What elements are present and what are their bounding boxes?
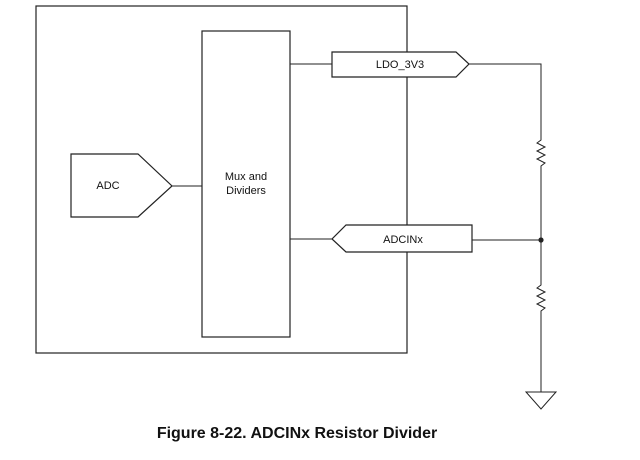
adcin-pin [331, 224, 473, 253]
ldo-external-wire [469, 63, 542, 137]
mux-dividers-block [201, 30, 291, 338]
bottom-resistor-icon [535, 282, 547, 313]
ldo-pin-label: LDO_3V3 [376, 59, 424, 71]
figure-caption: Figure 8-22. ADCINx Resistor Divider [157, 425, 437, 442]
junction-dot [538, 237, 544, 243]
ldo-pin [331, 51, 470, 78]
adc-block [70, 153, 173, 218]
top-resistor-icon [535, 137, 547, 168]
adc-label: ADC [96, 180, 119, 192]
adcin-pin-label: ADCINx [383, 234, 423, 246]
ground-icon [524, 391, 558, 410]
mux-label-line2: Dividers [226, 185, 266, 197]
mux-label-line1: Mux and [225, 171, 267, 183]
